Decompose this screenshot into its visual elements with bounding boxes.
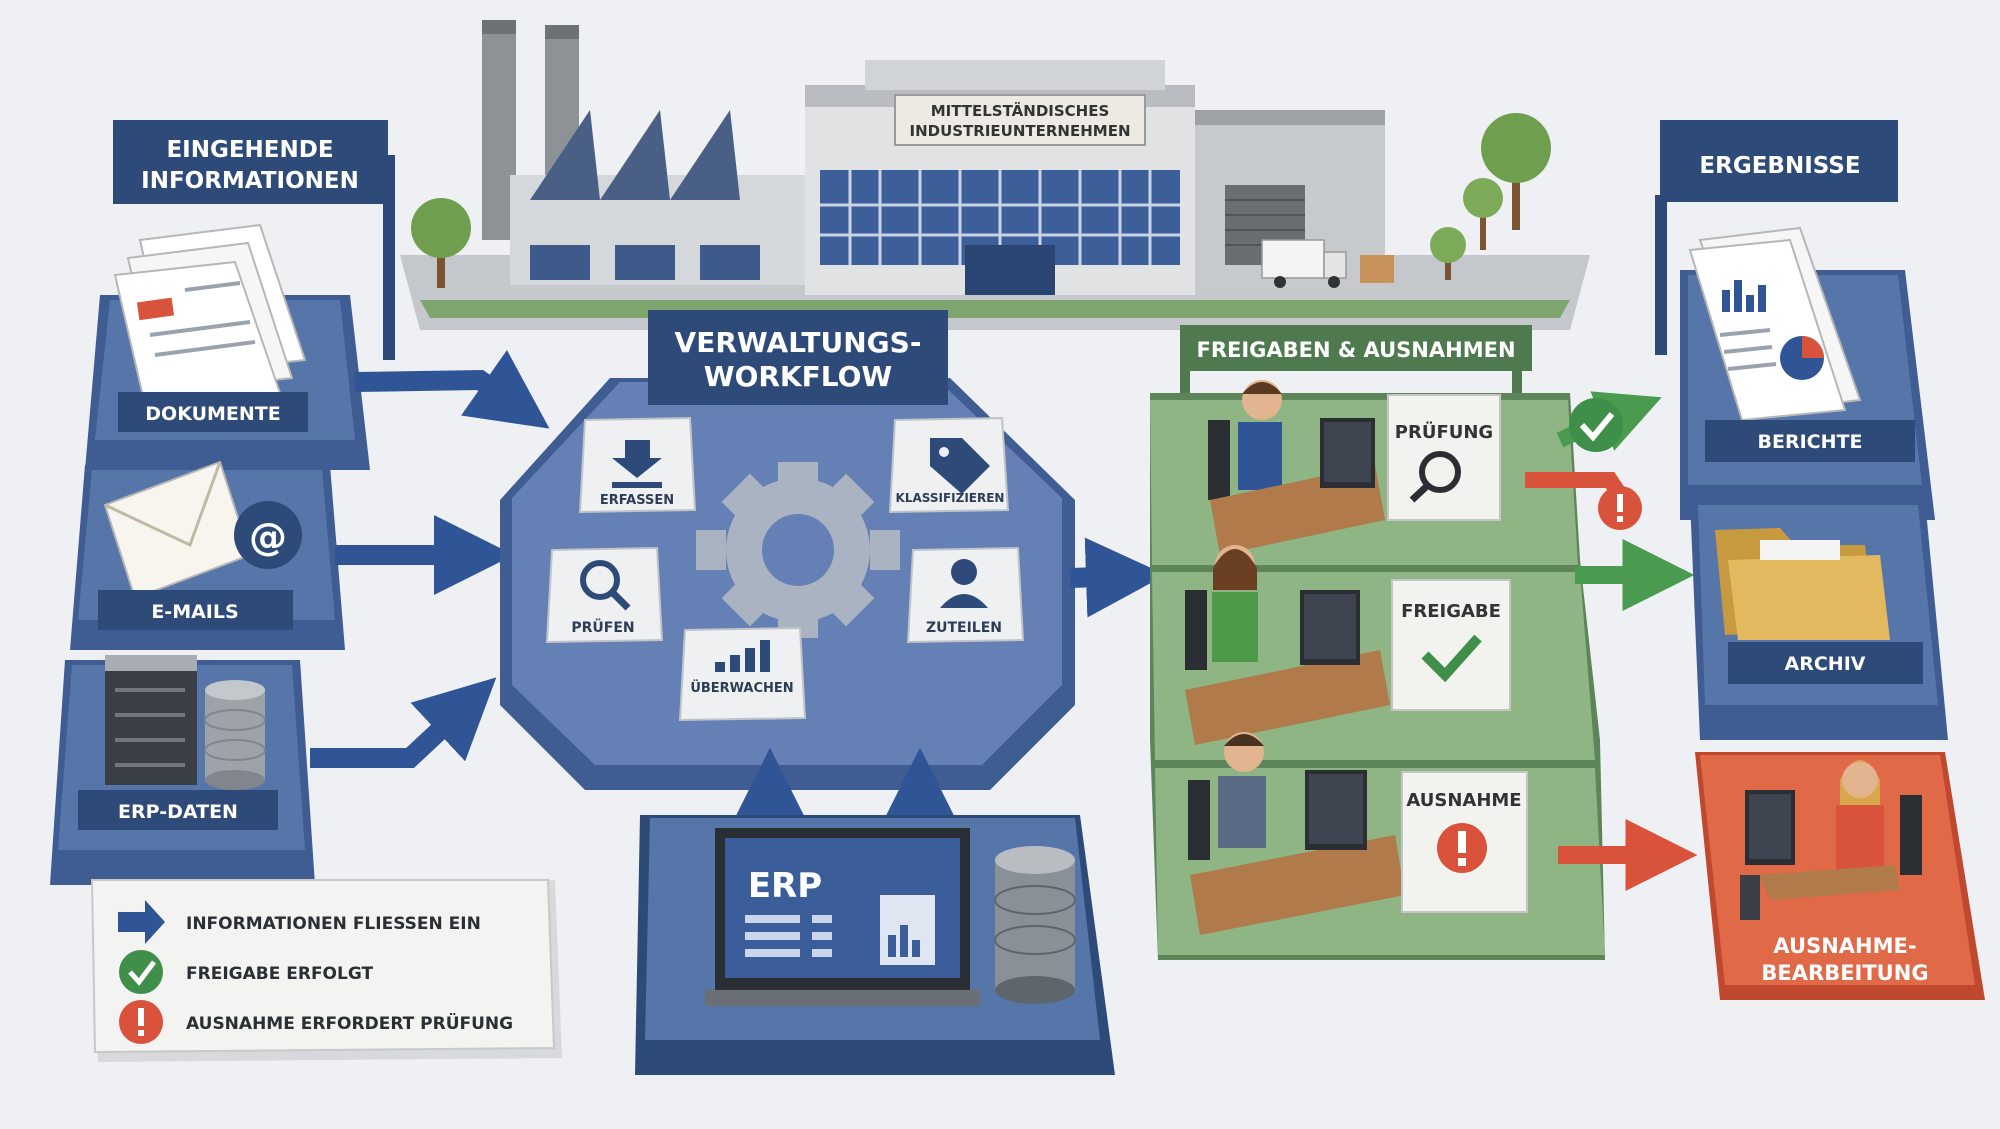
incoming-item-label: ERP-DATEN xyxy=(118,801,238,823)
incoming-item-emails: @ E-MAILS xyxy=(70,460,345,650)
company-name-line1: MITTELSTÄNDISCHES xyxy=(931,101,1110,120)
workflow-section: VERWALTUNGS- WORKFLOW ER xyxy=(500,310,1075,790)
results-exception-handling: AUSNAHME- BEARBEITUNG xyxy=(1695,752,1985,1000)
erp-section: ERP xyxy=(635,815,1115,1075)
magnifier-icon xyxy=(1409,451,1461,503)
legend-item-label: FREIGABE ERFOLGT xyxy=(186,964,373,984)
results-section: ERGEBNISSE BERICHTE xyxy=(1655,120,1985,1000)
workflow-step-assign: ZUTEILEN xyxy=(906,546,1025,644)
approval-station-label: FREIGABE xyxy=(1401,601,1501,622)
legend-item-approved: FREIGABE ERFOLGT xyxy=(119,950,373,994)
incoming-item-label: DOKUMENTE xyxy=(145,403,280,425)
alert-circle-icon xyxy=(1598,486,1642,530)
arrow-right-icon xyxy=(118,900,165,944)
checkmark-icon xyxy=(1421,634,1482,683)
person-icon xyxy=(1836,760,1922,875)
approvals-title: FREIGABEN & AUSNAHMEN xyxy=(1196,338,1515,362)
user-icon xyxy=(940,559,988,608)
folder-icon xyxy=(1715,528,1890,640)
workflow-step-label: KLASSIFIZIEREN xyxy=(896,491,1005,505)
legend-item-label: AUSNAHME ERFORDERT PRÜFUNG xyxy=(186,1012,513,1034)
legend: INFORMATIONEN FLIESSEN EIN FREIGABE ERFO… xyxy=(90,879,562,1062)
erp-label: ERP xyxy=(748,866,822,906)
tree-icon xyxy=(411,198,471,288)
database-icon xyxy=(994,846,1076,1004)
workflow-step-monitor: ÜBERWACHEN xyxy=(678,626,807,722)
incoming-title-line1: EINGEHENDE xyxy=(166,137,333,163)
person-icon xyxy=(1188,732,1266,860)
workflow-step-label: PRÜFEN xyxy=(571,618,634,636)
erp-flow-arrows xyxy=(734,747,956,820)
incoming-title-line2: INFORMATIONEN xyxy=(141,168,359,194)
results-title: ERGEBNISSE xyxy=(1699,153,1860,179)
exception-handling-label-line1: AUSNAHME- xyxy=(1773,934,1916,958)
approval-result-arrows xyxy=(1525,391,1698,891)
search-icon xyxy=(580,560,631,611)
report-icon xyxy=(1688,226,1862,422)
factory-illustration: MITTELSTÄNDISCHES INDUSTRIEUNTERNEHMEN xyxy=(400,20,1590,330)
exclamation-icon xyxy=(1437,823,1487,873)
company-name-line2: INDUSTRIEUNTERNEHMEN xyxy=(909,122,1130,140)
person-icon xyxy=(1185,545,1258,670)
approval-station-approval: FREIGABE xyxy=(1152,545,1595,760)
exception-handling-label-line2: BEARBEITUNG xyxy=(1761,961,1928,985)
legend-item-exception: AUSNAHME ERFORDERT PRÜFUNG xyxy=(119,1000,513,1044)
alert-circle-icon xyxy=(119,1000,163,1044)
tag-icon xyxy=(930,438,990,494)
incoming-item-label: E-MAILS xyxy=(151,601,238,623)
workflow-step-capture: ERFASSEN xyxy=(578,416,697,514)
approval-station-review: PRÜFUNG xyxy=(1150,380,1578,565)
svg-text:@: @ xyxy=(249,515,287,559)
server-database-icon xyxy=(105,655,266,790)
workflow-step-label: ÜBERWACHEN xyxy=(690,680,793,696)
bar-chart-icon xyxy=(715,640,770,672)
flow-arrows-incoming xyxy=(310,349,550,768)
workflow-title-line1: VERWALTUNGS- xyxy=(675,326,922,359)
check-circle-icon xyxy=(1569,398,1623,452)
workflow-step-label: ZUTEILEN xyxy=(926,620,1002,636)
results-item-label: ARCHIV xyxy=(1785,653,1866,675)
gear-icon xyxy=(696,462,900,638)
workflow-step-classify: KLASSIFIZIEREN xyxy=(888,416,1010,514)
incoming-item-documents: DOKUMENTE xyxy=(85,223,370,470)
tree-icon xyxy=(1463,178,1503,250)
download-icon xyxy=(612,440,662,488)
incoming-item-erp-data: ERP-DATEN xyxy=(50,655,315,885)
legend-item-flow: INFORMATIONEN FLIESSEN EIN xyxy=(118,900,481,944)
workflow-title-line2: WORKFLOW xyxy=(704,360,893,393)
results-item-reports: BERICHTE xyxy=(1680,226,1935,520)
person-icon xyxy=(1208,380,1282,500)
workflow-step-label: ERFASSEN xyxy=(600,493,674,508)
approval-station-label: PRÜFUNG xyxy=(1395,421,1493,443)
results-item-archive: ARCHIV xyxy=(1690,500,1948,740)
results-item-label: BERICHTE xyxy=(1758,431,1863,453)
check-circle-icon xyxy=(119,950,163,994)
workflow-step-review: PRÜFEN xyxy=(545,546,664,644)
email-icon: @ xyxy=(103,460,302,600)
flow-arrow-to-approvals xyxy=(1069,537,1166,618)
erp-monitor-icon xyxy=(705,828,980,1006)
approval-station-label: AUSNAHME xyxy=(1406,790,1521,811)
approvals-section: FREIGABEN & AUSNAHMEN PRÜFUNG xyxy=(1150,325,1605,960)
tree-icon xyxy=(1430,227,1466,280)
approval-station-exception: AUSNAHME xyxy=(1155,732,1605,955)
incoming-section: EINGEHENDE INFORMATIONEN DOKUMENTE xyxy=(50,120,395,885)
legend-item-label: INFORMATIONEN FLIESSEN EIN xyxy=(186,914,481,934)
tree-icon xyxy=(1481,113,1551,230)
documents-icon xyxy=(113,223,307,407)
